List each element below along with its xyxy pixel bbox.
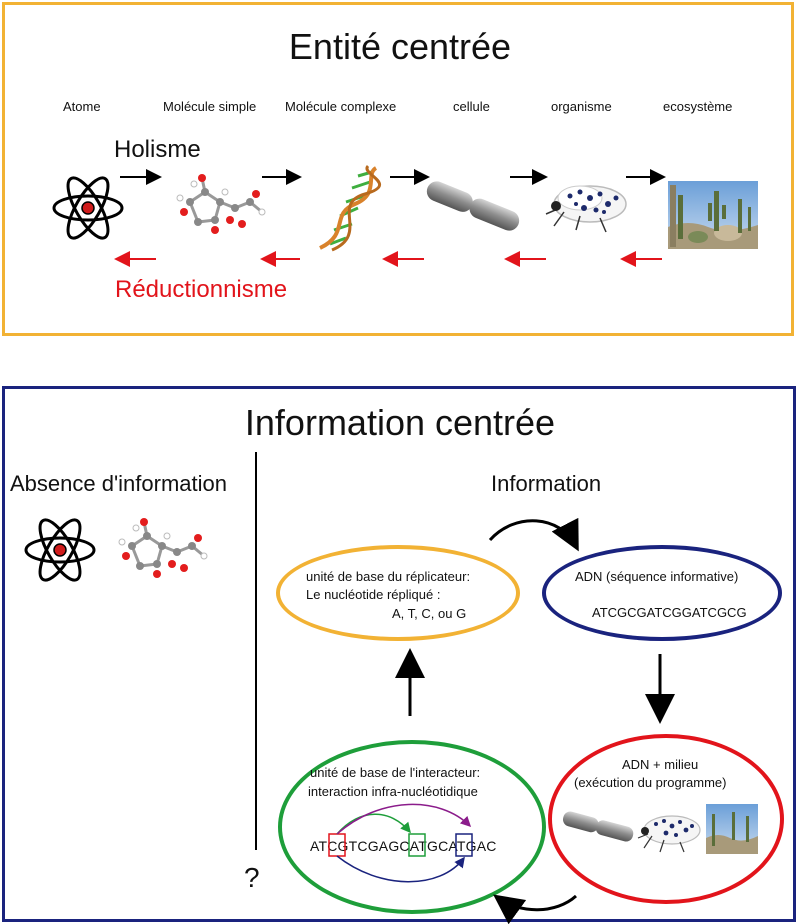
stage-label-complex-molecule: Molécule complexe	[285, 99, 397, 114]
interactor-line-2: interaction infra-nucléotidique	[308, 784, 478, 799]
holism-arrows	[114, 169, 666, 267]
dna-sequence: ATCGCGATCGGATCGCG	[592, 605, 747, 620]
dna-line-1: ADN (séquence informative)	[575, 569, 739, 584]
environment-oval	[548, 734, 784, 904]
moth-icon	[637, 815, 701, 853]
stage-label-ecosystem: ecosystème	[663, 99, 733, 114]
stage-label-atom: Atome	[63, 99, 101, 114]
ecosystem-image	[706, 804, 758, 854]
interactor-sequence: ATCGTCGAGCATGCATGAC	[310, 838, 497, 854]
atom-icon	[24, 518, 96, 582]
absence-of-information-heading: Absence d'information	[10, 471, 227, 496]
question-mark: ?	[244, 862, 260, 893]
simple-molecule-icon	[176, 174, 266, 234]
moth-icon	[545, 185, 627, 233]
interactor-line-1: unité de base de l'interacteur:	[310, 765, 481, 780]
environment-line-1: ADN + milieu	[622, 757, 699, 772]
replicator-line-1: unité de base du réplicateur:	[306, 569, 471, 584]
replicator-line-3: A, T, C, ou G	[392, 606, 467, 621]
stage-label-organism: organisme	[551, 99, 612, 114]
atom-icon	[52, 176, 124, 240]
dna-oval	[542, 545, 782, 641]
stage-label-cell: cellule	[453, 99, 490, 114]
simple-molecule-icon	[118, 518, 208, 578]
entity-centered-panel	[2, 2, 794, 336]
replicator-line-2: Le nucléotide répliqué :	[306, 587, 441, 602]
interactor-oval	[278, 740, 546, 914]
entity-panel-title: Entité centrée	[288, 26, 512, 67]
holism-label: Holisme	[114, 136, 201, 163]
environment-line-2: (exécution du programme)	[574, 775, 727, 790]
panel-divider	[255, 452, 257, 850]
stage-label-simple-molecule: Molécule simple	[163, 99, 257, 114]
reductionism-label: Réductionnisme	[115, 276, 288, 303]
information-panel-title: Information centrée	[244, 402, 556, 443]
replicator-oval	[276, 545, 520, 641]
cell-icon	[562, 811, 634, 842]
information-centered-panel	[2, 386, 796, 922]
ecosystem-image	[668, 181, 758, 249]
cell-icon	[426, 181, 520, 231]
information-heading: Information	[491, 471, 602, 496]
dna-helix-icon	[319, 164, 382, 252]
